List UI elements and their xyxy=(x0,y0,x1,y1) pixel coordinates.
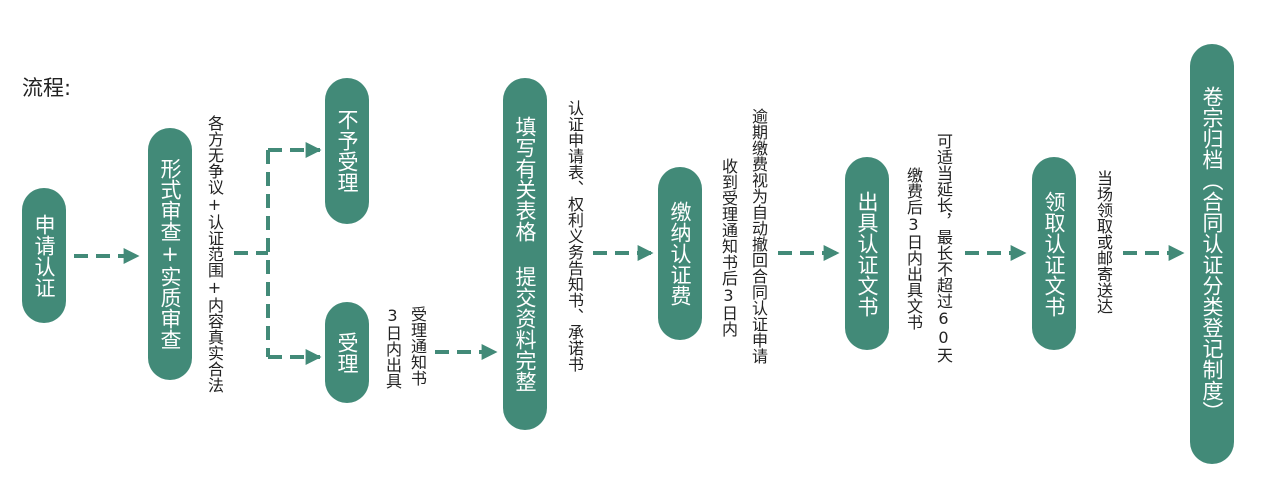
note-accept-2: 3日内出具 xyxy=(383,306,402,389)
node-review: 形式审查+实质审查 xyxy=(148,128,192,380)
node-review-label: 形式审查+实质审查 xyxy=(158,158,182,350)
node-reject-label: 不予受理 xyxy=(335,109,359,193)
note-collect: 当场领取或邮寄送达 xyxy=(1094,170,1113,314)
node-accept: 受理 xyxy=(325,302,369,403)
flow-title: 流程: xyxy=(22,76,72,100)
node-issue-label: 出具认证文书 xyxy=(855,190,879,317)
note-fee-2: 逾期缴费视为自动撤回合同认证申请 xyxy=(749,108,768,364)
node-fee-label: 缴纳认证费 xyxy=(668,201,692,306)
node-issue: 出具认证文书 xyxy=(845,157,889,350)
note-issue-1: 缴费后3日内出具文书 xyxy=(904,167,923,330)
node-accept-label: 受理 xyxy=(335,331,359,374)
node-fee: 缴纳认证费 xyxy=(658,167,702,340)
node-archive: 卷宗归档（合同认证分类登记制度） xyxy=(1190,44,1234,464)
node-collect: 领取认证文书 xyxy=(1032,157,1076,350)
node-collect-label: 领取认证文书 xyxy=(1042,190,1066,317)
node-apply-label: 申请认证 xyxy=(32,213,56,298)
node-reject: 不予受理 xyxy=(325,78,369,224)
note-forms: 认证申请表、权利义务告知书、承诺书 xyxy=(565,100,584,372)
note-accept-1: 受理通知书 xyxy=(408,306,427,386)
node-archive-label: 卷宗归档（合同认证分类登记制度） xyxy=(1200,86,1224,422)
node-apply: 申请认证 xyxy=(22,188,66,323)
note-fee-1: 收到受理通知书后3日内 xyxy=(719,158,738,337)
note-review: 各方无争议+认证范围+内容真实合法 xyxy=(205,115,224,393)
note-issue-2: 可适当延长，最长不超过60天 xyxy=(934,133,953,363)
node-forms-label: 填写有关表格 提交资料完整 xyxy=(513,116,537,392)
node-forms: 填写有关表格 提交资料完整 xyxy=(503,78,547,430)
